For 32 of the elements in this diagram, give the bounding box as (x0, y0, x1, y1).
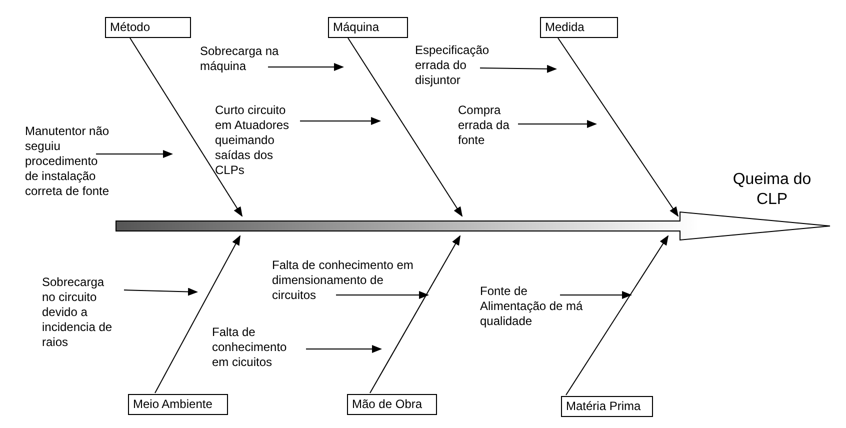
bone-arrow (154, 235, 240, 394)
bone-arrow (370, 235, 460, 394)
cause-label: Sobrecarga na máquina (200, 44, 284, 74)
cause-label: Sobrecarga no circuito devido a incidencia de raios (42, 275, 118, 350)
arrow (124, 288, 198, 296)
category-box: Matéria Prima (561, 396, 653, 417)
cause-label: Especificação errada do disjuntor (415, 43, 489, 88)
bone-arrow (130, 38, 243, 217)
arrow (560, 291, 632, 299)
arrow (268, 63, 344, 71)
category-box: Meio Ambiente (128, 394, 228, 415)
arrow (480, 64, 557, 73)
bone-arrow (348, 38, 463, 217)
cause-label: Fonte de Alimentação de má qualidade (480, 284, 588, 329)
category-box: Medida (540, 17, 618, 38)
arrow (518, 120, 597, 128)
cause-label: Falta de conhecimento em cicuitos (212, 325, 298, 370)
category-box: Método (105, 17, 191, 38)
cause-label: Falta de conhecimento em dimensionamento de circuitos (272, 258, 414, 303)
bone-arrow (558, 38, 679, 217)
spine-arrow (116, 211, 830, 241)
category-box: Mão de Obra (347, 394, 437, 415)
bone-arrow (566, 235, 669, 396)
arrow (336, 291, 429, 299)
arrow (96, 150, 173, 158)
arrow (300, 117, 381, 125)
cause-label: Manutentor não seguiu procedimento de instalação correta de fonte (25, 124, 112, 199)
arrow (306, 345, 382, 353)
effect-label: Queima do CLP (722, 170, 822, 210)
cause-label: Curto circuito em Atuadores queimando saídas dos CLPs (215, 103, 299, 178)
category-box: Máquina (328, 17, 408, 38)
cause-label: Compra errada da fonte (458, 103, 514, 148)
